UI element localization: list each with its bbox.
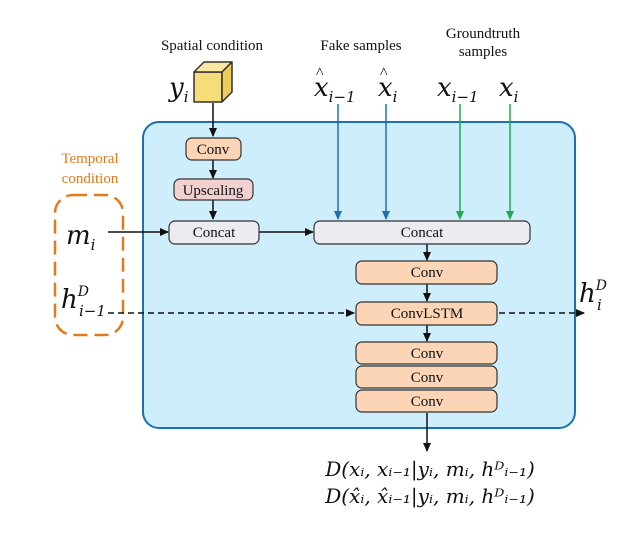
conv-top-block: Conv [185,137,242,161]
conv2-block: Conv [355,341,498,365]
fake-samples-label: Fake samples [320,38,401,54]
temporal-condition-box [53,193,125,337]
conv4-block: Conv [355,389,498,413]
output-expression-fake: D(x̂ᵢ, x̂ᵢ₋₁|yᵢ, mᵢ, hᴰᵢ₋₁) [324,484,535,509]
spatial-condition-label: Spatial condition [161,38,264,54]
concat-main-block: Concat [313,220,531,245]
y-symbol: yi [168,73,189,106]
upscaling-block: Upscaling [173,178,254,201]
m-symbol: mi [66,221,96,254]
concat-left-block: Concat [168,220,260,245]
cube-icon [193,61,233,103]
convlstm-block: ConvLSTM [355,301,498,326]
x-im1-symbol: xi−1 [437,73,479,106]
temporal-label-line2: condition [62,171,119,187]
svg-text:Concat: Concat [401,225,444,241]
svg-text:ConvLSTM: ConvLSTM [391,306,464,322]
groundtruth-label-line2: samples [459,44,507,60]
svg-text:Conv: Conv [411,370,444,386]
svg-text:Concat: Concat [193,225,236,241]
svg-text:Upscaling: Upscaling [183,183,244,199]
output-expression-real: D(xᵢ, xᵢ₋₁|yᵢ, mᵢ, hᴰᵢ₋₁) [324,457,535,482]
conv1-block: Conv [355,260,498,285]
xhat-im1-hat-icon: ^ [316,65,324,82]
temporal-label-line1: Temporal [61,151,118,167]
conv3-block: Conv [355,365,498,389]
svg-text:Conv: Conv [197,142,230,158]
xhat-i-symbol: xi [378,73,398,106]
svg-text:Conv: Conv [411,265,444,281]
groundtruth-label-line1: Groundtruth [446,26,521,42]
svg-text:Conv: Conv [411,346,444,362]
svg-text:Conv: Conv [411,394,444,410]
x-i-symbol: xi [499,73,519,106]
xhat-i-hat-icon: ^ [380,65,388,82]
xhat-im1-symbol: xi−1 [314,73,356,106]
